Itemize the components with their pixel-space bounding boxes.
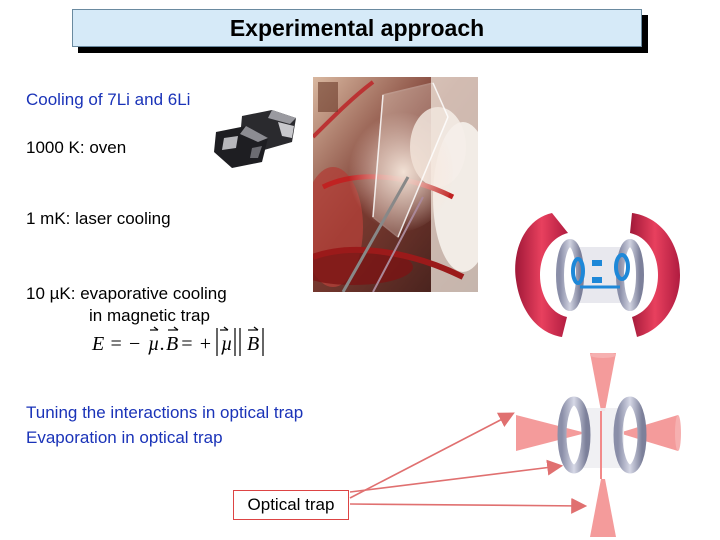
evaporation-line: Evaporation in optical trap: [26, 428, 223, 447]
optical-trap-label-text: Optical trap: [247, 495, 335, 514]
optical-trap-label: Optical trap: [233, 490, 349, 520]
oven-line: 1000 K: oven: [26, 138, 127, 157]
evaporative-cooling-line: 10 µK: evaporative cooling: [26, 284, 227, 303]
magnetic-coils-diagram: [515, 213, 680, 337]
page-title: Experimental approach: [229, 14, 485, 41]
tuning-line: Tuning the interactions in optical trap: [26, 403, 304, 422]
title-box: Experimental approach: [72, 9, 642, 47]
formula-lhs: E = −: [91, 333, 141, 355]
cooling-line: Cooling of 7Li and 6Li: [26, 90, 191, 109]
formula-b2: B: [247, 333, 259, 355]
formula-mu1: µ: [148, 333, 160, 355]
formula-b1: B: [166, 333, 178, 355]
energy-formula: E = − µ . B = + µ B: [91, 326, 264, 356]
formula-eq: = +: [180, 333, 212, 355]
formula-mu2: µ: [221, 333, 233, 355]
formula-dot: .: [160, 333, 165, 355]
lithium-chunks-image: [214, 110, 296, 168]
title-banner: Experimental approach: [72, 9, 648, 53]
magnetic-trap-line: in magnetic trap: [89, 306, 210, 325]
apparatus-photo: [313, 77, 478, 292]
laser-cooling-line: 1 mK: laser cooling: [26, 209, 171, 228]
optical-trap-diagram: [516, 353, 681, 537]
